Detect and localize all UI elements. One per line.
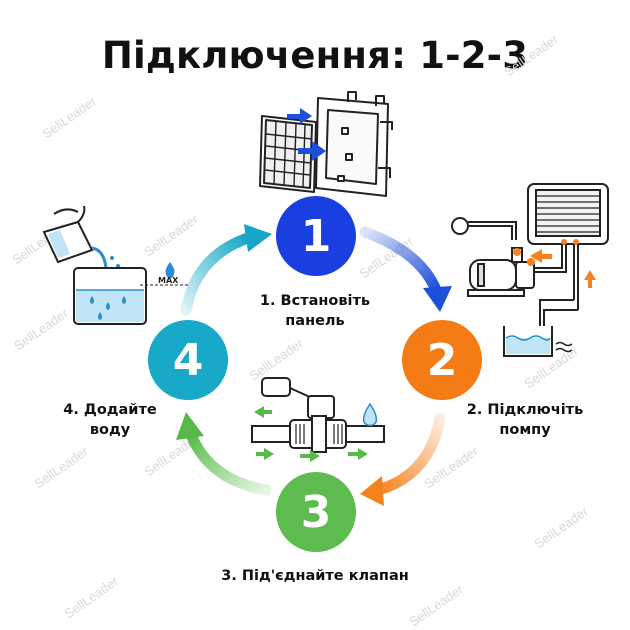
step-4-caption-line1: 4. Додайте — [63, 402, 157, 418]
step-1-circle: 1 — [276, 196, 356, 276]
step-1-number: 1 — [300, 210, 332, 262]
step-2-number: 2 — [426, 334, 458, 386]
arrow-step3-to-step4 — [184, 426, 272, 496]
arrow-head-orange — [360, 476, 384, 506]
arrow-step4-to-step1 — [180, 232, 254, 316]
arrow-step2-to-step3 — [372, 412, 446, 496]
step-2-caption-line2: помпу — [499, 422, 551, 438]
arrow-head-blue — [423, 286, 452, 312]
step-4-caption-line2: воду — [89, 422, 131, 438]
arrow-head-cyan — [244, 224, 272, 252]
step-2-circle: 2 — [402, 320, 482, 400]
step-1-caption-line1: 1. Встановіть — [259, 293, 371, 309]
page-title: Підключення: 1-2-3 — [101, 34, 529, 77]
step-4-caption: 4. Додайте воду — [40, 400, 180, 440]
step-3-number: 3 — [300, 486, 332, 538]
arrow-head-green — [176, 412, 204, 440]
step-2-caption-line1: 2. Підключіть — [466, 402, 584, 418]
step-3-circle: 3 — [276, 472, 356, 552]
step-3-caption-line1: 3. Під'єднайте клапан — [221, 568, 409, 584]
step-3-caption: 3. Під'єднайте клапан — [185, 566, 445, 586]
step-1-caption: 1. Встановіть панель — [235, 291, 395, 331]
arrow-step1-to-step2 — [359, 226, 442, 296]
step-4-number: 4 — [172, 334, 204, 386]
step-2-caption: 2. Підключіть помпу — [450, 400, 600, 440]
tank-max-label: MAX — [158, 276, 179, 285]
step-4-circle: 4 — [148, 320, 228, 400]
step-1-caption-line2: панель — [285, 313, 345, 329]
